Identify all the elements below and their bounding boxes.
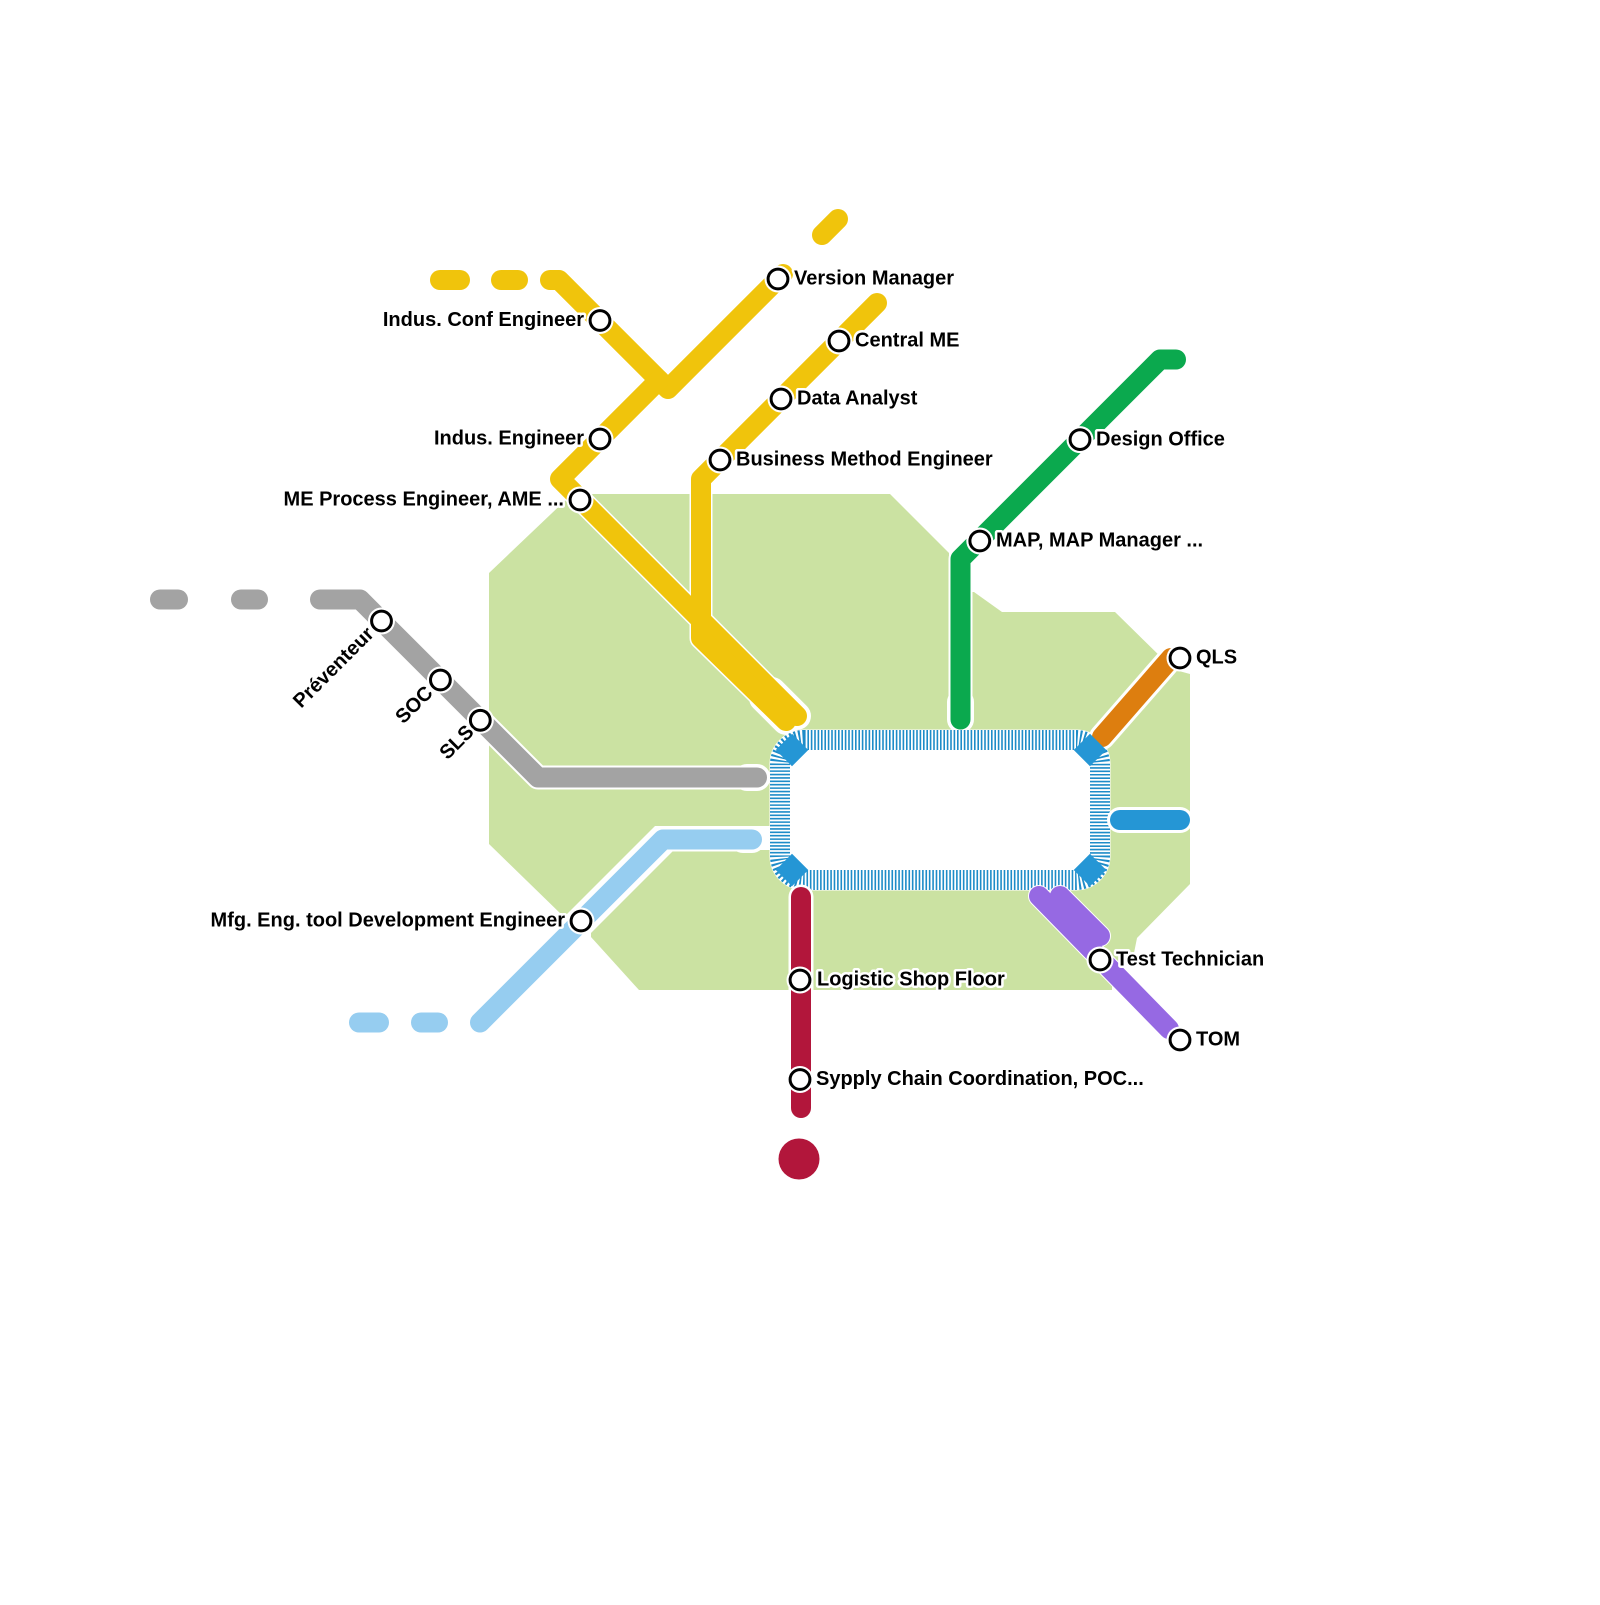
svg-text:Logistic Shop Floor: Logistic Shop Floor — [817, 969, 1005, 991]
svg-text:MAP, MAP Manager ...: MAP, MAP Manager ... — [996, 530, 1203, 552]
svg-text:TOM: TOM — [1196, 1029, 1240, 1051]
svg-text:Mfg. Eng. tool Development Eng: Mfg. Eng. tool Development Engineer — [211, 910, 566, 932]
svg-text:Data Analyst: Data Analyst — [797, 388, 918, 410]
svg-text:Central ME: Central ME — [855, 330, 959, 352]
svg-text:Indus. Engineer: Indus. Engineer — [434, 428, 584, 450]
svg-text:QLS: QLS — [1196, 647, 1237, 669]
svg-text:Test Technician: Test Technician — [1116, 949, 1264, 971]
svg-text:Version Manager: Version Manager — [794, 268, 954, 290]
svg-text:Sypply Chain Coordination, POC: Sypply Chain Coordination, POC... — [816, 1068, 1144, 1090]
svg-text:Indus. Conf Engineer: Indus. Conf Engineer — [383, 309, 584, 331]
svg-text:Business Method Engineer: Business Method Engineer — [736, 449, 993, 471]
svg-text:ME Process Engineer, AME ...: ME Process Engineer, AME ... — [284, 489, 564, 511]
svg-text:Design Office: Design Office — [1096, 429, 1225, 451]
